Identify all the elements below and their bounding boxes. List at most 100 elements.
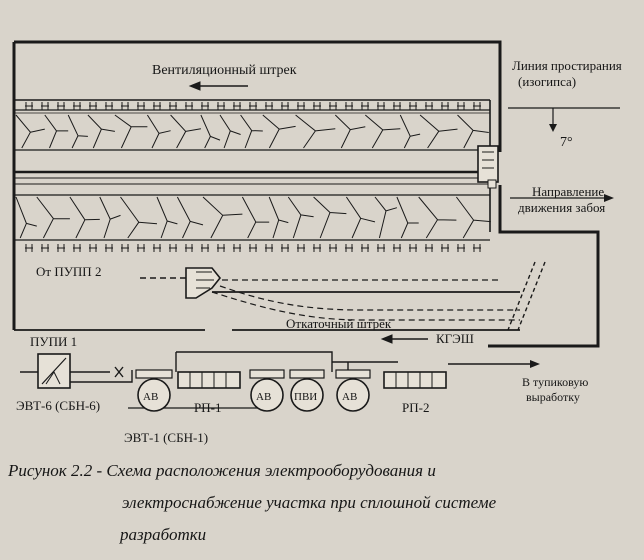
face-right-wall — [488, 185, 600, 348]
rock-fragment — [313, 196, 347, 239]
rock-fragment — [241, 196, 270, 239]
rock-fragment — [268, 196, 289, 239]
rock-fragment — [44, 114, 69, 149]
label-evt1: ЭВТ-1 (СБН-1) — [124, 430, 208, 445]
roof-support — [137, 244, 145, 252]
roof-support — [265, 102, 273, 110]
rock-fragment — [114, 114, 148, 149]
label-dead-end: В тупиковую — [522, 375, 588, 389]
label-isogypse: (изогипса) — [518, 74, 576, 89]
rock-fragment — [418, 196, 457, 239]
label-kgesh: КГЭШ — [436, 331, 474, 346]
rock-fragment — [156, 196, 178, 239]
goaf-band-lower — [14, 194, 491, 241]
roof-support — [425, 244, 433, 252]
roof-support — [281, 102, 289, 110]
label-rp2: РП-2 — [402, 400, 429, 415]
roof-support — [201, 102, 209, 110]
rock-fragment — [120, 196, 158, 239]
roof-support — [329, 102, 337, 110]
roof-support — [457, 244, 465, 252]
roof-support — [169, 102, 177, 110]
roof-support — [249, 102, 257, 110]
roof-support — [25, 102, 33, 110]
longwall-face — [14, 170, 490, 185]
goaf-band-upper — [14, 109, 490, 151]
caption-line-3: разработки — [119, 525, 206, 544]
roof-support — [473, 102, 481, 110]
roof-support — [441, 244, 449, 252]
rock-fragment — [455, 196, 491, 239]
rock-fragment — [396, 196, 419, 239]
roof-support — [153, 244, 161, 252]
roof-support — [425, 102, 433, 110]
roof-support — [41, 244, 49, 252]
label-evt6: ЭВТ-6 (СБН-6) — [16, 398, 100, 413]
rp1-distribution — [177, 371, 241, 389]
roof-support — [345, 244, 353, 252]
roof-support — [57, 102, 65, 110]
label-from-pupp2: От ПУПП 2 — [36, 264, 101, 279]
rock-fragment — [419, 114, 458, 149]
rock-fragment — [69, 196, 100, 239]
roof-support — [89, 244, 97, 252]
roof-support — [217, 102, 225, 110]
pvi-starter — [289, 369, 325, 412]
roof-support-row-upper — [25, 102, 481, 110]
caption-line-1: Рисунок 2.2 - Схема расположения электро… — [7, 461, 436, 480]
label-av1: АВ — [143, 391, 158, 403]
caption-line-2: электроснабжение участка при сплошной си… — [122, 493, 497, 512]
rock-fragment — [399, 114, 421, 149]
junction-mark — [114, 366, 124, 378]
roof-support — [281, 244, 289, 252]
roof-support — [329, 244, 337, 252]
rock-fragment — [202, 196, 243, 239]
label-angle: 7° — [560, 135, 573, 150]
rock-fragment — [262, 114, 296, 149]
workings-outline — [12, 40, 600, 348]
av3-breaker — [335, 369, 371, 412]
rock-fragment — [364, 114, 401, 149]
roof-support — [473, 244, 481, 252]
av2-breaker — [249, 369, 285, 412]
label-otkat-shtrek: Откаточный штрек — [286, 316, 392, 331]
roof-support — [25, 244, 33, 252]
roof-support — [361, 244, 369, 252]
label-direction: Направление — [532, 184, 604, 199]
roof-support — [393, 244, 401, 252]
roof-support — [361, 102, 369, 110]
roof-support — [265, 244, 273, 252]
label-dead-end-2: выработку — [526, 390, 580, 404]
roof-support — [377, 102, 385, 110]
rock-fragment — [287, 196, 314, 239]
rock-fragment — [295, 114, 336, 149]
roof-support — [233, 244, 241, 252]
strike-line-symbol — [508, 107, 620, 202]
conveyor-drive — [185, 267, 222, 299]
rock-fragment — [15, 196, 37, 239]
roof-support — [73, 102, 81, 110]
roof-support — [137, 102, 145, 110]
roof-support — [73, 244, 81, 252]
rock-fragment — [36, 196, 70, 239]
roof-support — [105, 102, 113, 110]
av1-breaker — [135, 369, 173, 412]
haulage-direction-arrow — [380, 334, 428, 344]
roof-support — [313, 102, 321, 110]
roof-support — [249, 244, 257, 252]
cable-from-pupp2 — [140, 277, 520, 321]
roof-support — [185, 244, 193, 252]
rock-fragment — [67, 114, 88, 149]
roof-support — [217, 244, 225, 252]
rock-fragment — [176, 196, 204, 239]
rock-fragment — [219, 114, 241, 149]
face-equipment — [477, 145, 499, 189]
roof-support — [297, 244, 305, 252]
rock-fragment — [99, 196, 121, 239]
roof-support — [169, 244, 177, 252]
roof-support — [153, 102, 161, 110]
label-pupi1: ПУПИ 1 — [30, 334, 77, 349]
label-av3: АВ — [342, 391, 357, 403]
rock-fragment — [15, 114, 45, 149]
